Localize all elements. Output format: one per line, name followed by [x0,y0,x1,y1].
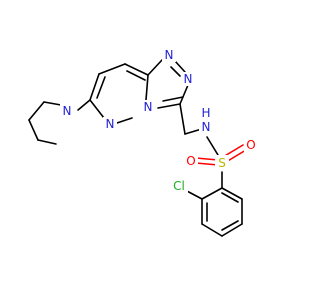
atom-s-sulfonyl: S [218,156,226,170]
pyrrolidine-ring [28,101,62,145]
atom-n-sulfonamide: N [202,120,211,134]
atom-n-triazole-right: N [184,72,193,86]
atom-o-right: O [246,138,255,152]
bond-ch2 [179,103,186,135]
molecule-structure: N N N N N N H S O O Cl [28,48,258,237]
atom-n-pyrrolidine: N [63,104,72,118]
atom-n-pyridazine: N [106,117,115,131]
atom-n-triazole-bridge: N [144,100,153,114]
triazole-ring [147,59,189,109]
atom-o-left: O [186,154,195,168]
bond-n-s [206,136,219,156]
benzene-ring [201,187,243,237]
atom-n-triazole-top: N [165,48,174,62]
pyridazine-ring [89,63,149,125]
bond-n-pyridazine [77,99,91,111]
atom-cl: Cl [173,179,185,193]
atom-h-sulfonamide: H [201,106,210,120]
atom-labels: N N N N N N H S O O Cl [60,48,258,193]
